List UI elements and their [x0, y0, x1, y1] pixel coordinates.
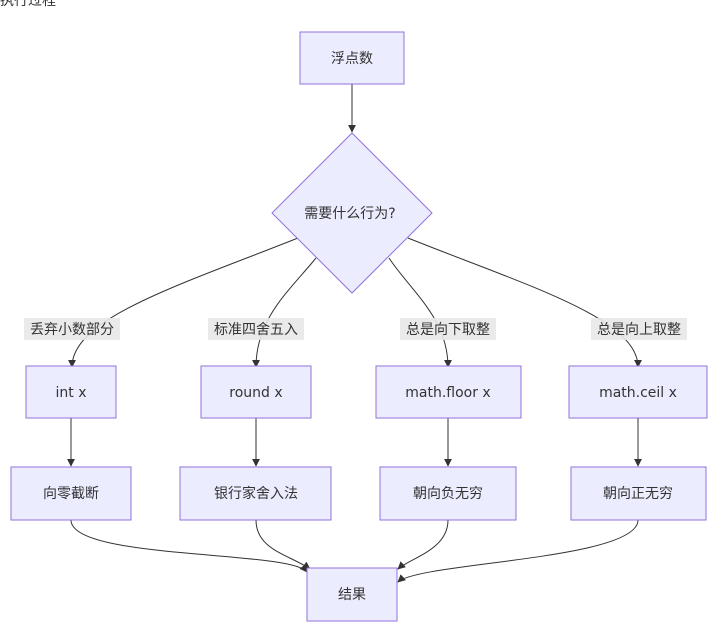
node-ceil: math.ceil x	[568, 365, 708, 419]
edge-decision-int	[68, 237, 299, 368]
svg-text:round x: round x	[229, 385, 282, 401]
node-pos-inf: 朝向正无穷	[570, 466, 707, 521]
node-decision: 需要什么行为?	[271, 132, 433, 294]
edge-label-standard: 标准四舍五入	[208, 318, 304, 340]
edge-label-discard: 丢弃小数部分	[24, 318, 120, 340]
edges	[67, 84, 642, 583]
diagram-title-cut: 执行过程	[0, 0, 56, 9]
node-floor: math.floor x	[375, 365, 522, 419]
svg-text:总是向上取整: 总是向上取整	[597, 322, 681, 338]
svg-text:结果: 结果	[338, 587, 366, 603]
svg-text:需要什么行为?: 需要什么行为?	[304, 206, 395, 222]
svg-text:标准四舍五入: 标准四舍五入	[214, 322, 298, 338]
svg-text:丢弃小数部分: 丢弃小数部分	[30, 322, 114, 338]
svg-text:朝向负无穷: 朝向负无穷	[413, 486, 483, 502]
node-round: round x	[200, 365, 312, 419]
edge-label-always-down: 总是向下取整	[400, 318, 496, 340]
node-int: int x	[25, 365, 117, 419]
edge-decision-floor	[388, 257, 452, 368]
svg-text:math.floor x: math.floor x	[405, 385, 490, 401]
svg-text:银行家舍入法: 银行家舍入法	[214, 485, 298, 502]
svg-text:朝向正无穷: 朝向正无穷	[603, 486, 673, 502]
edge-decision-round	[252, 257, 317, 368]
node-trunc: 向零截断	[10, 466, 132, 521]
svg-text:向零截断: 向零截断	[43, 486, 99, 502]
svg-text:int x: int x	[56, 385, 87, 401]
edge-bank-result	[255, 519, 311, 570]
svg-text:math.ceil x: math.ceil x	[599, 385, 677, 401]
edge-label-always-up: 总是向上取整	[591, 318, 687, 340]
node-bank: 银行家舍入法	[179, 466, 332, 521]
node-result: 结果	[306, 567, 398, 622]
edge-decision-ceil	[407, 237, 642, 368]
edge-trunc-result	[70, 519, 308, 573]
node-neg-inf: 朝向负无穷	[379, 466, 517, 521]
edge-neg-result	[397, 519, 449, 570]
svg-text:总是向下取整: 总是向下取整	[406, 322, 490, 338]
edge-pos-result	[397, 519, 639, 583]
node-start: 浮点数	[299, 31, 405, 85]
svg-text:浮点数: 浮点数	[331, 51, 373, 67]
